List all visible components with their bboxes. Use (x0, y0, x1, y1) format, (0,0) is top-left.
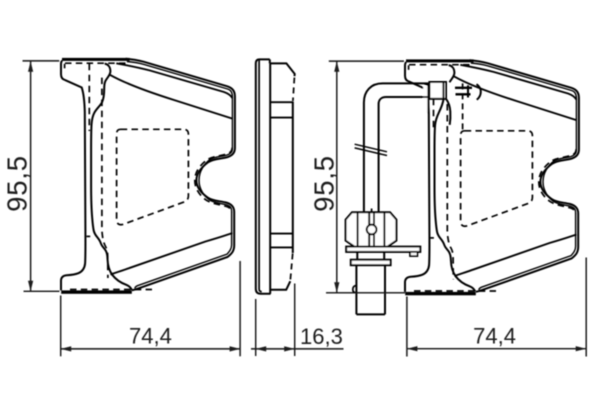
svg-text:74,4: 74,4 (473, 324, 516, 349)
svg-text:74,4: 74,4 (129, 324, 172, 349)
svg-text:16,3: 16,3 (300, 324, 343, 349)
svg-text:95,5: 95,5 (308, 155, 339, 212)
svg-text:95,5: 95,5 (2, 155, 33, 212)
